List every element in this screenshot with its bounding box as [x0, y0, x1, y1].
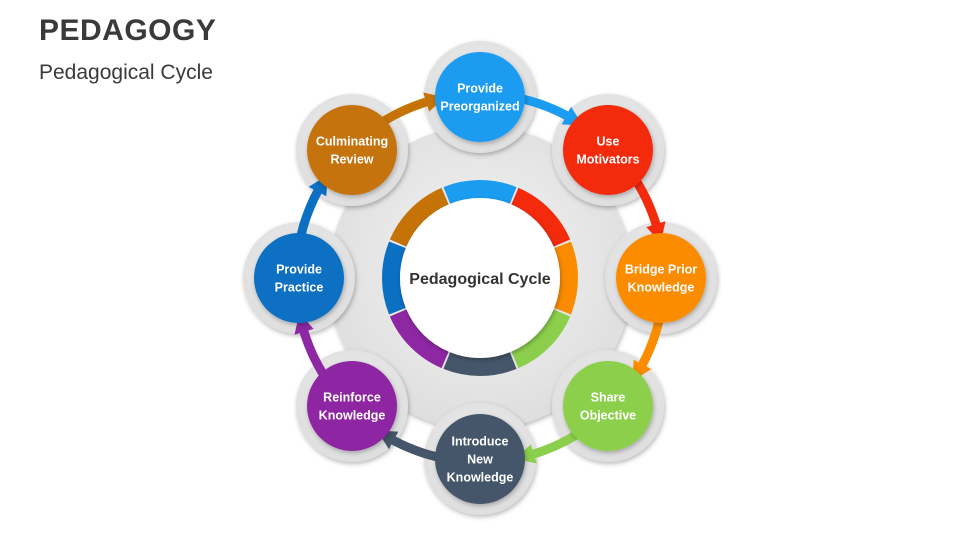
cycle-node-circle: [307, 105, 398, 196]
cycle-node-label: Reinforce: [323, 390, 381, 404]
cycle-node-label: Share: [591, 390, 626, 404]
cycle-node-label: Knowledge: [319, 408, 386, 422]
cycle-node-label: Bridge Prior: [625, 263, 697, 277]
ring-segment: [443, 352, 517, 376]
ring-segment: [389, 309, 449, 369]
cycle-node-label: New: [467, 453, 493, 467]
ring-segment: [389, 187, 449, 247]
cycle-node-circle: [435, 52, 525, 142]
cycle-arrow-shaft: [517, 93, 572, 122]
cycle-node-label: Objective: [580, 408, 636, 422]
cycle-arrow-shaft: [636, 315, 665, 370]
cycle-arrow-shaft: [388, 434, 443, 463]
cycle-arrow-shaft: [630, 175, 662, 229]
ring-segment: [382, 241, 406, 315]
ring-segment: [511, 309, 571, 369]
cycle-node-label: Use: [597, 135, 620, 149]
cycle-node-label: Preorganized: [440, 100, 519, 114]
cycle-node-label: Introduce: [452, 435, 509, 449]
cycle-arrow-shaft: [529, 428, 583, 460]
cycle-node-circle: [307, 360, 398, 451]
page-subtitle: Pedagogical Cycle: [39, 61, 213, 84]
page-title: PEDAGOGY: [39, 14, 217, 47]
cycle-arrow-shaft: [295, 186, 324, 241]
cycle-node-label: Motivators: [576, 153, 639, 167]
cycle-node-label: Knowledge: [447, 471, 514, 485]
cycle-arrow-shaft: [377, 96, 431, 128]
ring-segment: [443, 180, 517, 204]
center-label: Pedagogical Cycle: [409, 271, 550, 288]
cycle-node-label: Provide: [276, 263, 322, 277]
cycle-node-circle: [435, 414, 525, 504]
cycle-node-label: Practice: [275, 281, 324, 295]
cycle-node-circle: [616, 233, 706, 323]
center-circle: [400, 198, 560, 358]
cycle-node-label: Culminating: [316, 135, 388, 149]
cycle-node-circle: [562, 105, 653, 196]
cycle-arrow-shaft: [298, 327, 330, 381]
cycle-node-circle: [254, 233, 344, 323]
ring-segment: [554, 241, 578, 315]
cycle-node-circle: [562, 360, 653, 451]
cycle-node-label: Review: [330, 153, 373, 167]
cycle-node-label: Provide: [457, 82, 503, 96]
ring-segment: [511, 187, 571, 247]
cycle-node-label: Knowledge: [628, 281, 695, 295]
